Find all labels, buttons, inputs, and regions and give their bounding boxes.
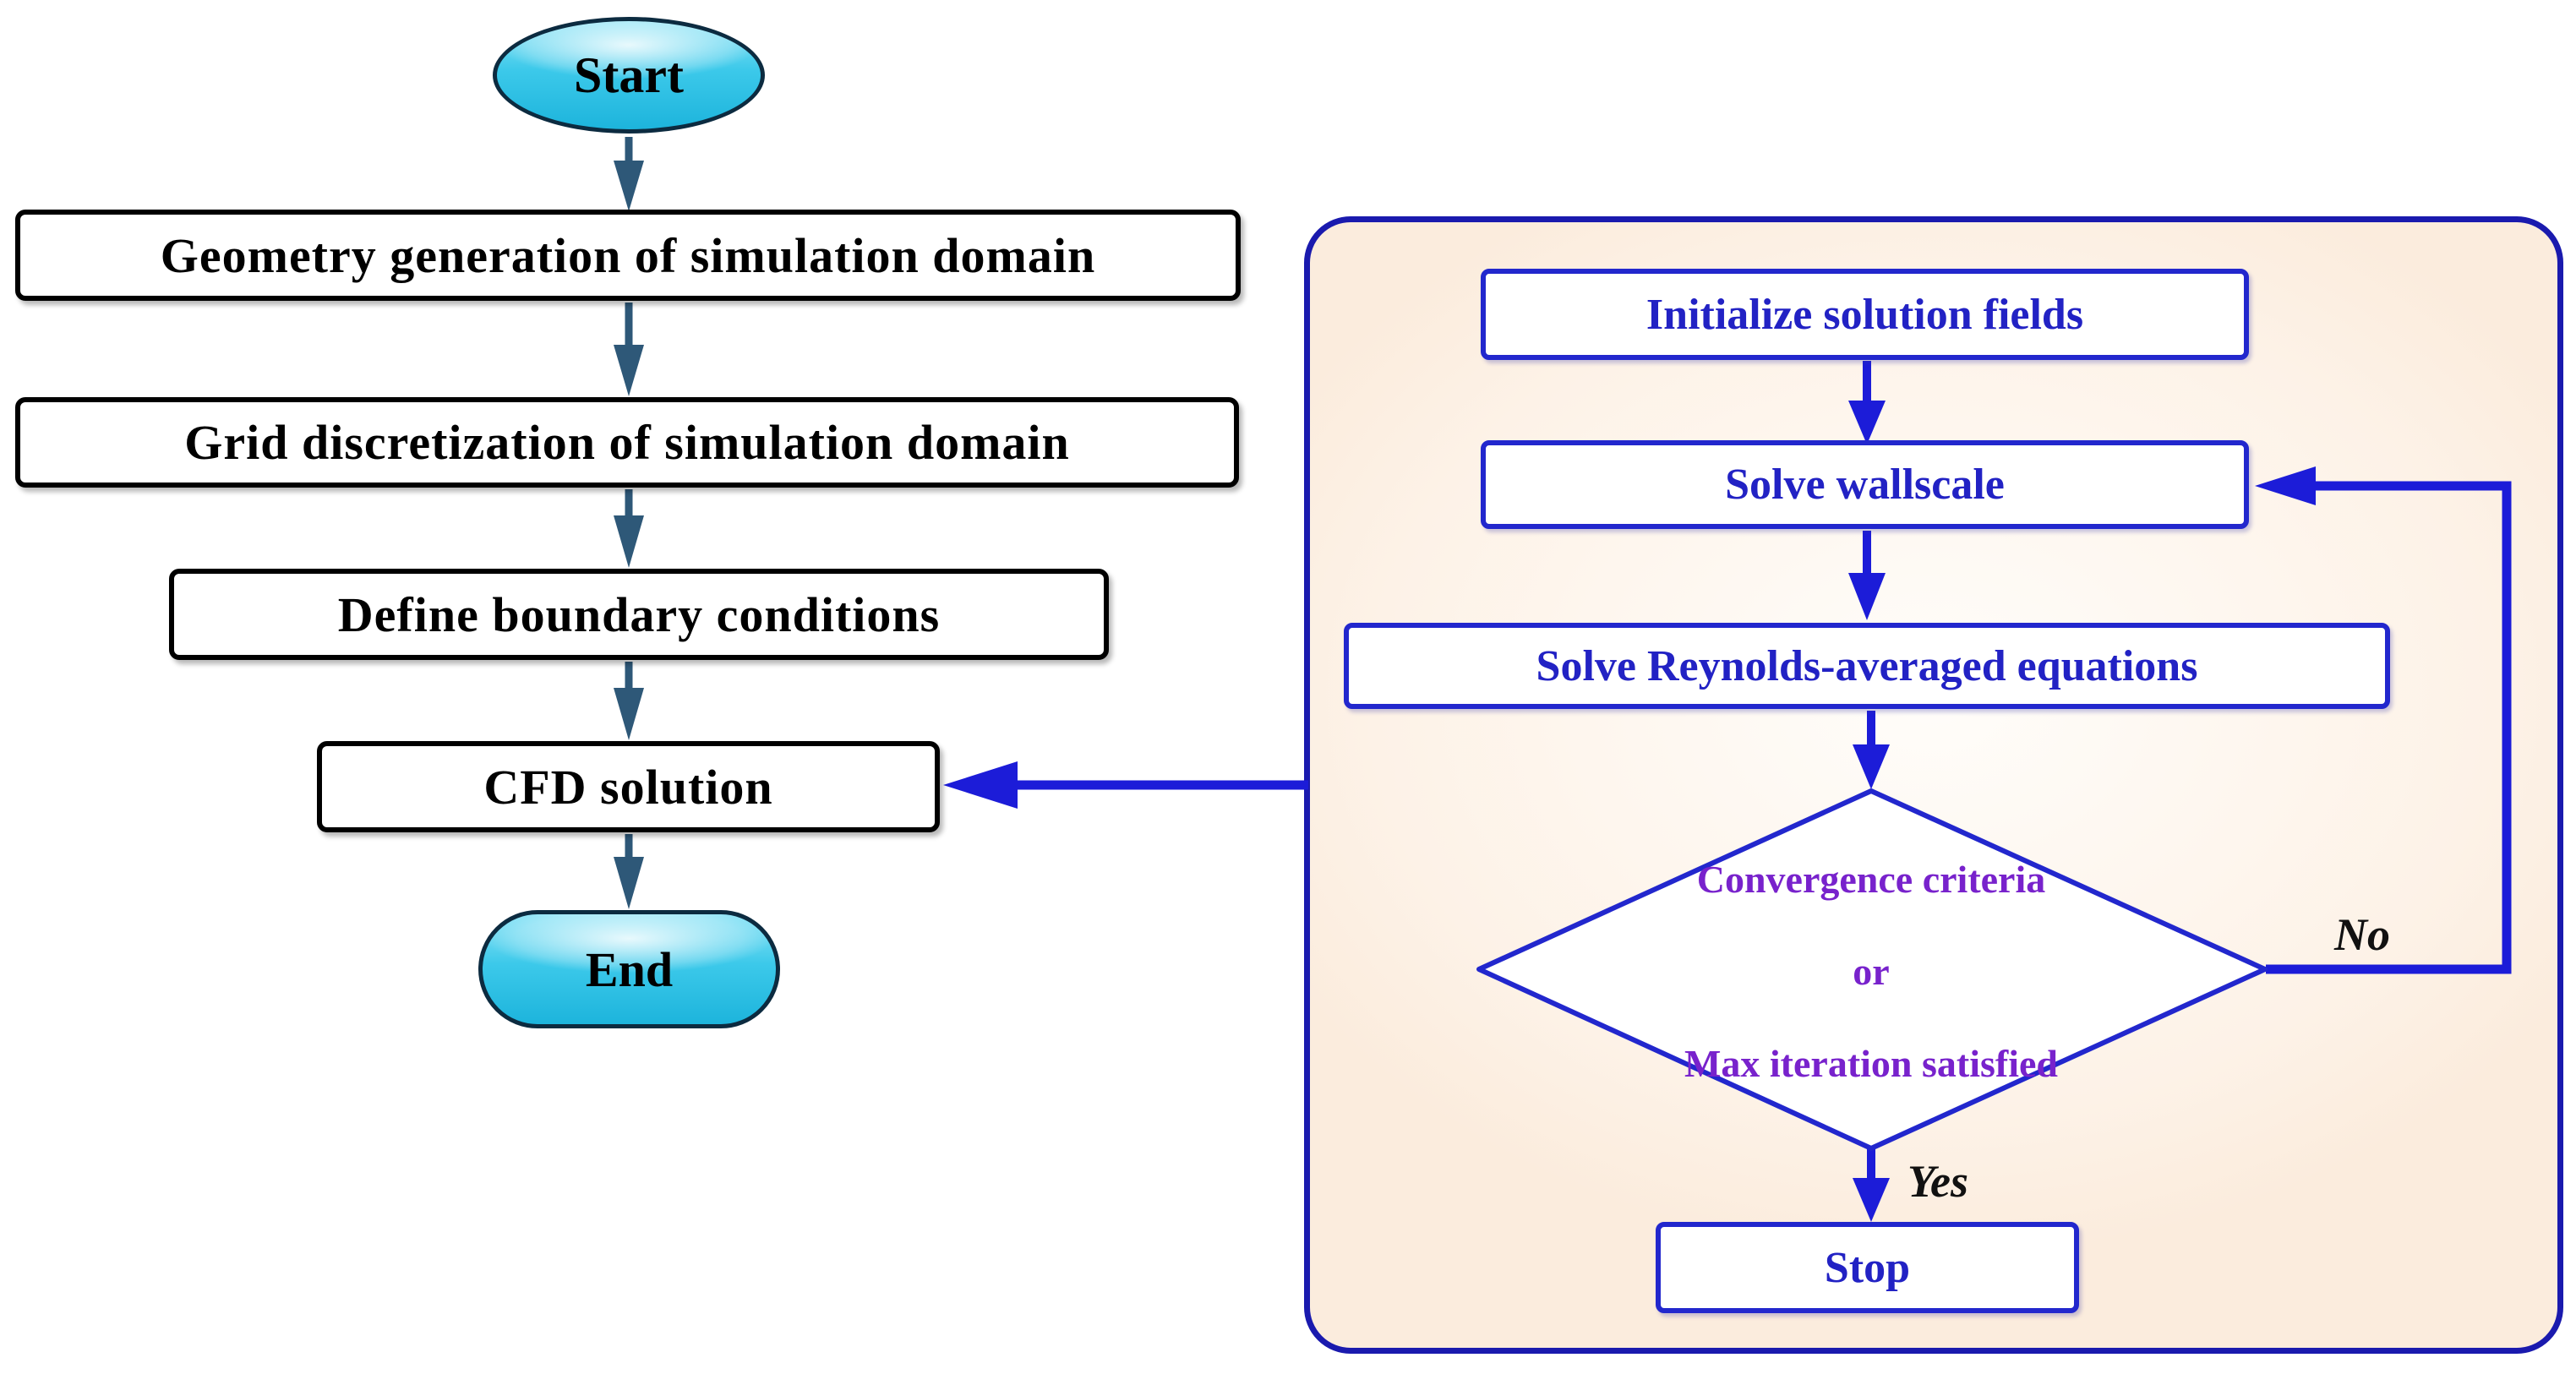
decision-line3: Max iteration satisfied [1684, 1042, 2059, 1085]
grid-discretization-label: Grid discretization of simulation domain [184, 415, 1070, 470]
end-label: End [585, 941, 674, 997]
edge-cfd-to-end [614, 834, 644, 909]
yes-branch-label: Yes [1907, 1156, 1968, 1207]
edge-geometry-to-grid [614, 303, 644, 396]
cfd-solution-label: CFD solution [483, 759, 773, 815]
decision-text: Convergence criteria or Max iteration sa… [1533, 860, 2209, 1083]
initialize-fields-label: Initialize solution fields [1645, 290, 2084, 339]
end-node: End [478, 910, 780, 1028]
start-node: Start [493, 17, 765, 134]
initialize-fields-box: Initialize solution fields [1481, 269, 2249, 360]
solve-wallscale-label: Solve wallscale [1725, 461, 2005, 509]
decision-line2: or [1853, 950, 1890, 993]
grid-discretization-box: Grid discretization of simulation domain [15, 397, 1239, 488]
no-branch-label: No [2334, 909, 2390, 960]
geometry-generation-label: Geometry generation of simulation domain [160, 227, 1096, 283]
edge-boundary-to-cfd [614, 662, 644, 740]
decision-line1: Convergence criteria [1696, 858, 2046, 901]
stop-box: Stop [1656, 1222, 2079, 1313]
solve-reynolds-label: Solve Reynolds-averaged equations [1536, 641, 2198, 690]
solve-reynolds-box: Solve Reynolds-averaged equations [1344, 623, 2390, 709]
edge-grid-to-boundary [614, 489, 644, 568]
geometry-generation-box: Geometry generation of simulation domain [15, 210, 1241, 301]
edge-panel-to-cfd [943, 761, 1308, 809]
boundary-conditions-label: Define boundary conditions [337, 586, 941, 642]
stop-label: Stop [1824, 1243, 1911, 1292]
cfd-solution-box: CFD solution [317, 741, 940, 832]
start-label: Start [574, 46, 684, 103]
boundary-conditions-box: Define boundary conditions [169, 569, 1109, 660]
solve-wallscale-box: Solve wallscale [1481, 440, 2249, 529]
edge-start-to-geometry [614, 137, 644, 211]
